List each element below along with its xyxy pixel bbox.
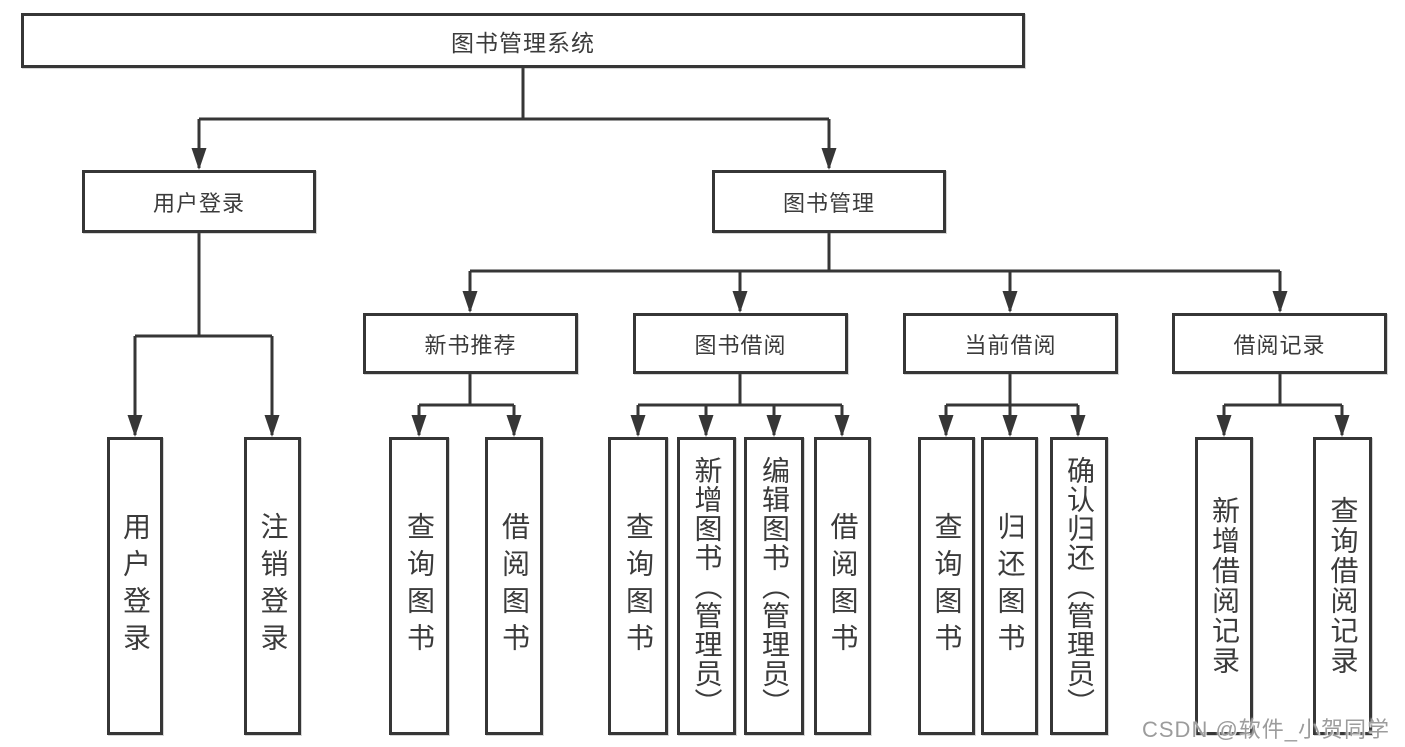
arrowhead-icon [938, 415, 954, 437]
connector-newbook-to-leaves [417, 374, 516, 435]
arrowhead-icon [630, 415, 646, 437]
arrowhead-icon [732, 291, 748, 313]
node-borrowing-records: 借阅记录 [1172, 313, 1387, 374]
leaf-label: 新增借阅记录 [1209, 496, 1240, 676]
arrowhead-icon [1070, 415, 1086, 437]
connector-bookmgmt-to-sections [468, 233, 1282, 311]
node-label: 借阅记录 [1233, 332, 1326, 358]
arrowhead-icon [1002, 415, 1018, 437]
arrowhead-icon [1216, 415, 1232, 437]
leaf-current-query-books: 查询图书 [918, 437, 975, 735]
node-label: 当前借阅 [964, 332, 1057, 358]
leaf-recommend-borrow-books: 借阅图书 [485, 437, 543, 735]
arrowhead-icon [1334, 415, 1350, 437]
arrowhead-icon [1002, 291, 1018, 313]
leaf-label: 查询图书 [623, 512, 654, 660]
node-current-borrowing: 当前借阅 [903, 313, 1118, 374]
connector-root-to-level2 [197, 68, 831, 168]
leaf-label: 查询借阅记录 [1327, 496, 1359, 676]
node-book-borrowing: 图书借阅 [633, 313, 848, 374]
leaf-label: 确认归还（管理员） [1064, 455, 1095, 717]
leaf-records-query-record: 查询借阅记录 [1313, 437, 1372, 735]
node-label: 图书管理系统 [451, 29, 595, 56]
arrowhead-icon [698, 415, 714, 437]
node-book-management: 图书管理 [712, 170, 946, 233]
arrowhead-icon [834, 415, 850, 437]
leaf-borrowing-add-books-admin: 新增图书（管理员） [677, 437, 736, 735]
arrowhead-icon [411, 415, 427, 437]
leaf-label: 借阅图书 [827, 512, 859, 660]
connector-bookborrow-to-leaves [636, 374, 844, 435]
watermark: CSDN @软件_小贺同学 [1142, 717, 1391, 742]
arrowhead-icon [264, 415, 280, 437]
connector-borrowrecord-to-leaves [1222, 374, 1344, 435]
node-library-management-system: 图书管理系统 [21, 13, 1025, 68]
node-new-book-recommendation: 新书推荐 [363, 313, 578, 374]
node-label: 用户登录 [152, 190, 245, 216]
node-label: 新书推荐 [424, 332, 517, 358]
arrowhead-icon [1272, 291, 1288, 313]
arrowhead-icon [766, 415, 782, 437]
node-user-login: 用户登录 [82, 170, 316, 233]
node-label: 图书借阅 [694, 332, 787, 358]
leaf-label: 编辑图书（管理员） [759, 455, 790, 717]
connector-userlogin-to-leaves [133, 233, 274, 435]
arrowhead-icon [821, 148, 837, 170]
arrowhead-icon [127, 415, 143, 437]
leaf-records-add-record: 新增借阅记录 [1195, 437, 1253, 735]
leaf-label: 查询图书 [404, 512, 435, 660]
leaf-label: 注销登录 [257, 512, 289, 660]
arrowhead-icon [506, 415, 522, 437]
arrowhead-icon [462, 291, 478, 313]
arrowhead-icon [191, 148, 207, 170]
leaf-label: 新增图书（管理员） [691, 455, 723, 717]
leaf-user-login: 用户登录 [107, 437, 163, 735]
arrowheads [127, 148, 1350, 437]
leaf-label: 归还图书 [994, 512, 1026, 660]
node-label: 图书管理 [782, 190, 875, 216]
leaf-label: 查询图书 [931, 512, 963, 660]
leaf-borrowing-edit-books-admin: 编辑图书（管理员） [744, 437, 804, 735]
leaf-label: 用户登录 [120, 512, 151, 660]
leaf-borrowing-query-books: 查询图书 [608, 437, 668, 735]
leaf-current-confirm-return-admin: 确认归还（管理员） [1050, 437, 1108, 735]
leaf-label: 借阅图书 [499, 512, 530, 660]
leaf-recommend-query-books: 查询图书 [389, 437, 449, 735]
leaf-logout: 注销登录 [244, 437, 301, 735]
connector-paths [133, 68, 1344, 435]
leaf-current-return-books: 归还图书 [981, 437, 1038, 735]
leaf-borrowing-borrow-books: 借阅图书 [814, 437, 871, 735]
